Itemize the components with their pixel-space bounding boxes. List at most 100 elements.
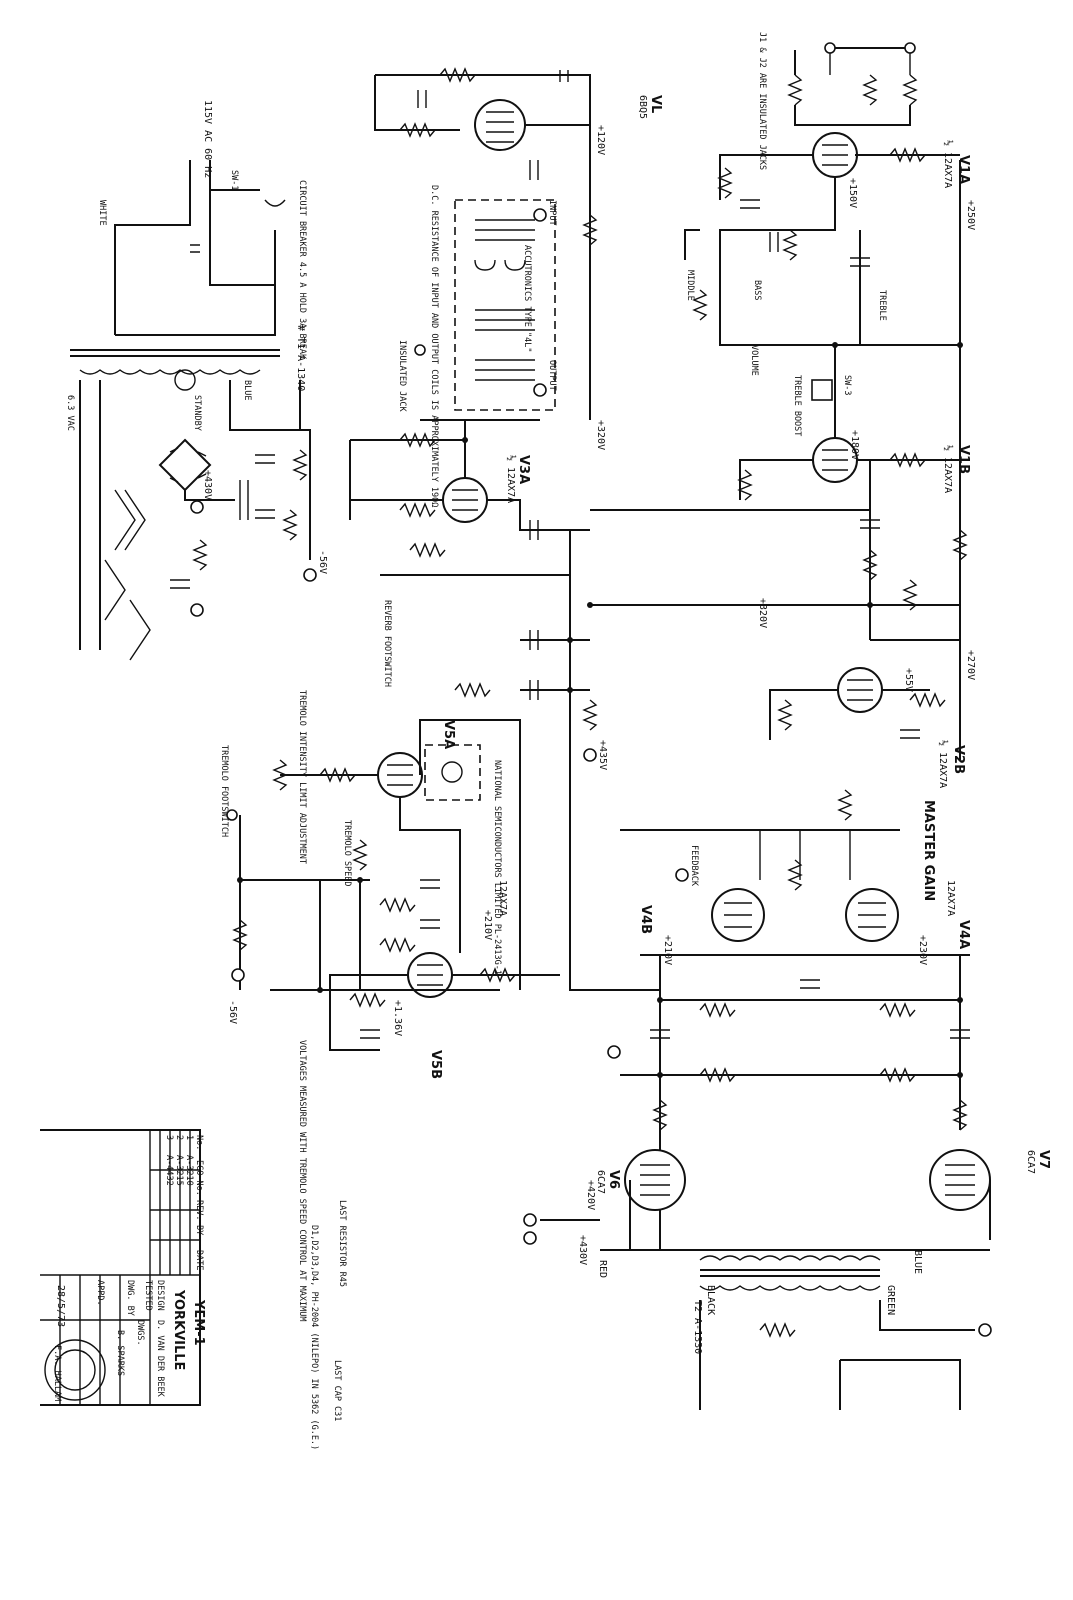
voltage-label: +430V: [577, 1235, 588, 1265]
capacitor-c4: [850, 257, 870, 267]
resistor-r42: [192, 539, 208, 571]
power-transformer-t1: [70, 349, 280, 375]
white-wire-label: WHITE: [97, 200, 107, 226]
tube-v4a-name: V4A: [956, 920, 971, 949]
resistor-r33: [582, 699, 598, 731]
voltage-label: -56V: [227, 1000, 238, 1024]
reverb-tank: [454, 199, 556, 411]
resistor-r10: [862, 549, 878, 581]
tested-label: TESTED: [143, 1280, 153, 1311]
resistor-r24: [952, 1099, 968, 1131]
voltage-label: +320V: [595, 420, 606, 450]
tube-v4b-name: V4B: [638, 905, 653, 934]
voltage-label: +270V: [965, 650, 976, 680]
tremolo-speed-label: TREMOLO SPEED: [342, 820, 352, 887]
heater-string: [104, 489, 151, 661]
hv-terminal: [190, 500, 204, 514]
resistor-r40: [479, 967, 516, 983]
rev-row-eco: A-3210: [184, 1155, 194, 1186]
treble-boost-switch: [811, 379, 833, 401]
resistor-r20: [879, 1002, 916, 1018]
tube-v7-type: 6CA7: [1025, 1150, 1036, 1174]
voltage-label: +250V: [965, 200, 976, 230]
tube-v2b-name: V2B: [951, 745, 966, 774]
heater-label: 6.3 VAC: [65, 395, 75, 431]
rev-row-number: 3: [164, 1135, 174, 1140]
junction-dots: [237, 342, 963, 1078]
output-transformer-t2: [699, 1255, 881, 1291]
tube-v7-name: V7: [1036, 1150, 1051, 1169]
tube-v5a-name: V5A: [441, 720, 456, 749]
voltage-label: +230V: [917, 935, 928, 965]
tube-v3a: [442, 477, 488, 523]
resistor-r7: [889, 452, 926, 468]
tube-v4a: [845, 888, 899, 942]
tested-by: DWGS.: [135, 1320, 145, 1346]
approved-label: APPD.: [95, 1280, 105, 1306]
capacitor-c24: [420, 879, 440, 889]
title-block: [40, 1129, 201, 1406]
tube-v4a-type: 12AX7A: [945, 880, 956, 916]
wire-color-label: GREEN: [885, 1285, 896, 1315]
drawing-date: 28/5/73: [55, 1285, 66, 1327]
sw1-label: SW-1: [229, 170, 239, 190]
rev-col-header: REV.: [194, 1200, 204, 1220]
reverb-footswitch-label: REVERB FOOTSWITCH: [382, 600, 392, 687]
tube-v1b-type: ½ 12AX7A: [942, 445, 954, 493]
t2-label: T2 A-1330: [692, 1300, 703, 1354]
designer-name: D. VAN DER BEEK: [155, 1320, 165, 1398]
tube-v1b-name: V1B: [956, 445, 971, 474]
feedback-terminal: [675, 868, 689, 882]
resistor-r37: [232, 919, 248, 951]
terminal: [523, 1231, 537, 1245]
tube-v3a-name: V3A: [516, 455, 531, 484]
company-name: YORKVILLE: [171, 1289, 186, 1370]
tube-v2b-type: ½ 12AX7A: [937, 740, 949, 788]
drawn-label: DWG. BY: [125, 1280, 135, 1316]
capacitor-c18: [529, 160, 539, 180]
middle-label: MIDDLE: [685, 270, 695, 301]
tremolo-lamp-ldr: [424, 744, 481, 801]
capacitor-c16: [559, 70, 569, 82]
tube-v6-name: V6: [606, 1170, 621, 1189]
resistor-r3a: [692, 289, 708, 321]
voltage-label: +120V: [595, 125, 606, 155]
resistor-r3: [787, 74, 803, 106]
bass-label: BASS: [752, 280, 762, 300]
voltages-note: VOLTAGES MEASURED WITH TREMOLO SPEED CON…: [297, 1040, 307, 1321]
resistor-r13: [777, 699, 793, 731]
jacks-note: J1 & J2 ARE INSULATED JACKS: [757, 32, 767, 170]
resistor-r9: [952, 529, 968, 561]
hv-terminal: [583, 748, 597, 762]
wire-color-label: BLUE: [912, 1250, 923, 1274]
resistor-r31: [399, 502, 436, 518]
standby-label: STANDBY: [192, 395, 202, 431]
rev-row-number: 1: [184, 1135, 194, 1140]
t1-label: # T1 A-1340: [295, 325, 306, 391]
master-gain-label: MASTER GAIN: [921, 800, 936, 901]
reverb-input-jack: [533, 208, 547, 222]
capacitor-c30: [239, 480, 249, 520]
rev-col-header: DATE: [194, 1250, 204, 1270]
accutronics-label: ACCUTRONICS TYPE "4L": [522, 245, 532, 352]
wire-color-label: BLACK: [705, 1285, 716, 1315]
mains-cord: [114, 160, 211, 335]
tremolo-footswitch-jack: [226, 809, 238, 821]
voltage-label: +1.36V: [392, 1000, 403, 1036]
feedback-label: FEEDBACK: [689, 845, 699, 887]
volume-label: VOLUME: [749, 345, 759, 376]
capacitor-c29: [170, 579, 190, 589]
rev-col-header: ECO No.: [194, 1160, 204, 1196]
rev-col-header: BY: [194, 1225, 204, 1235]
voltage-label: +320V: [757, 598, 768, 628]
capacitor-c13: [800, 979, 820, 989]
voltage-label: -56V: [317, 550, 328, 574]
tremolo-pot-r33: [272, 759, 288, 791]
input-jacks: [824, 42, 916, 75]
capacitor-c15: [950, 1029, 970, 1039]
resistor-r6: [782, 229, 798, 261]
capacitor-c7: [860, 519, 880, 529]
rev-col-header: No.: [194, 1135, 204, 1150]
master-gain-pot: [837, 789, 853, 821]
mains-label: 115V AC 60 Hz: [202, 100, 213, 178]
